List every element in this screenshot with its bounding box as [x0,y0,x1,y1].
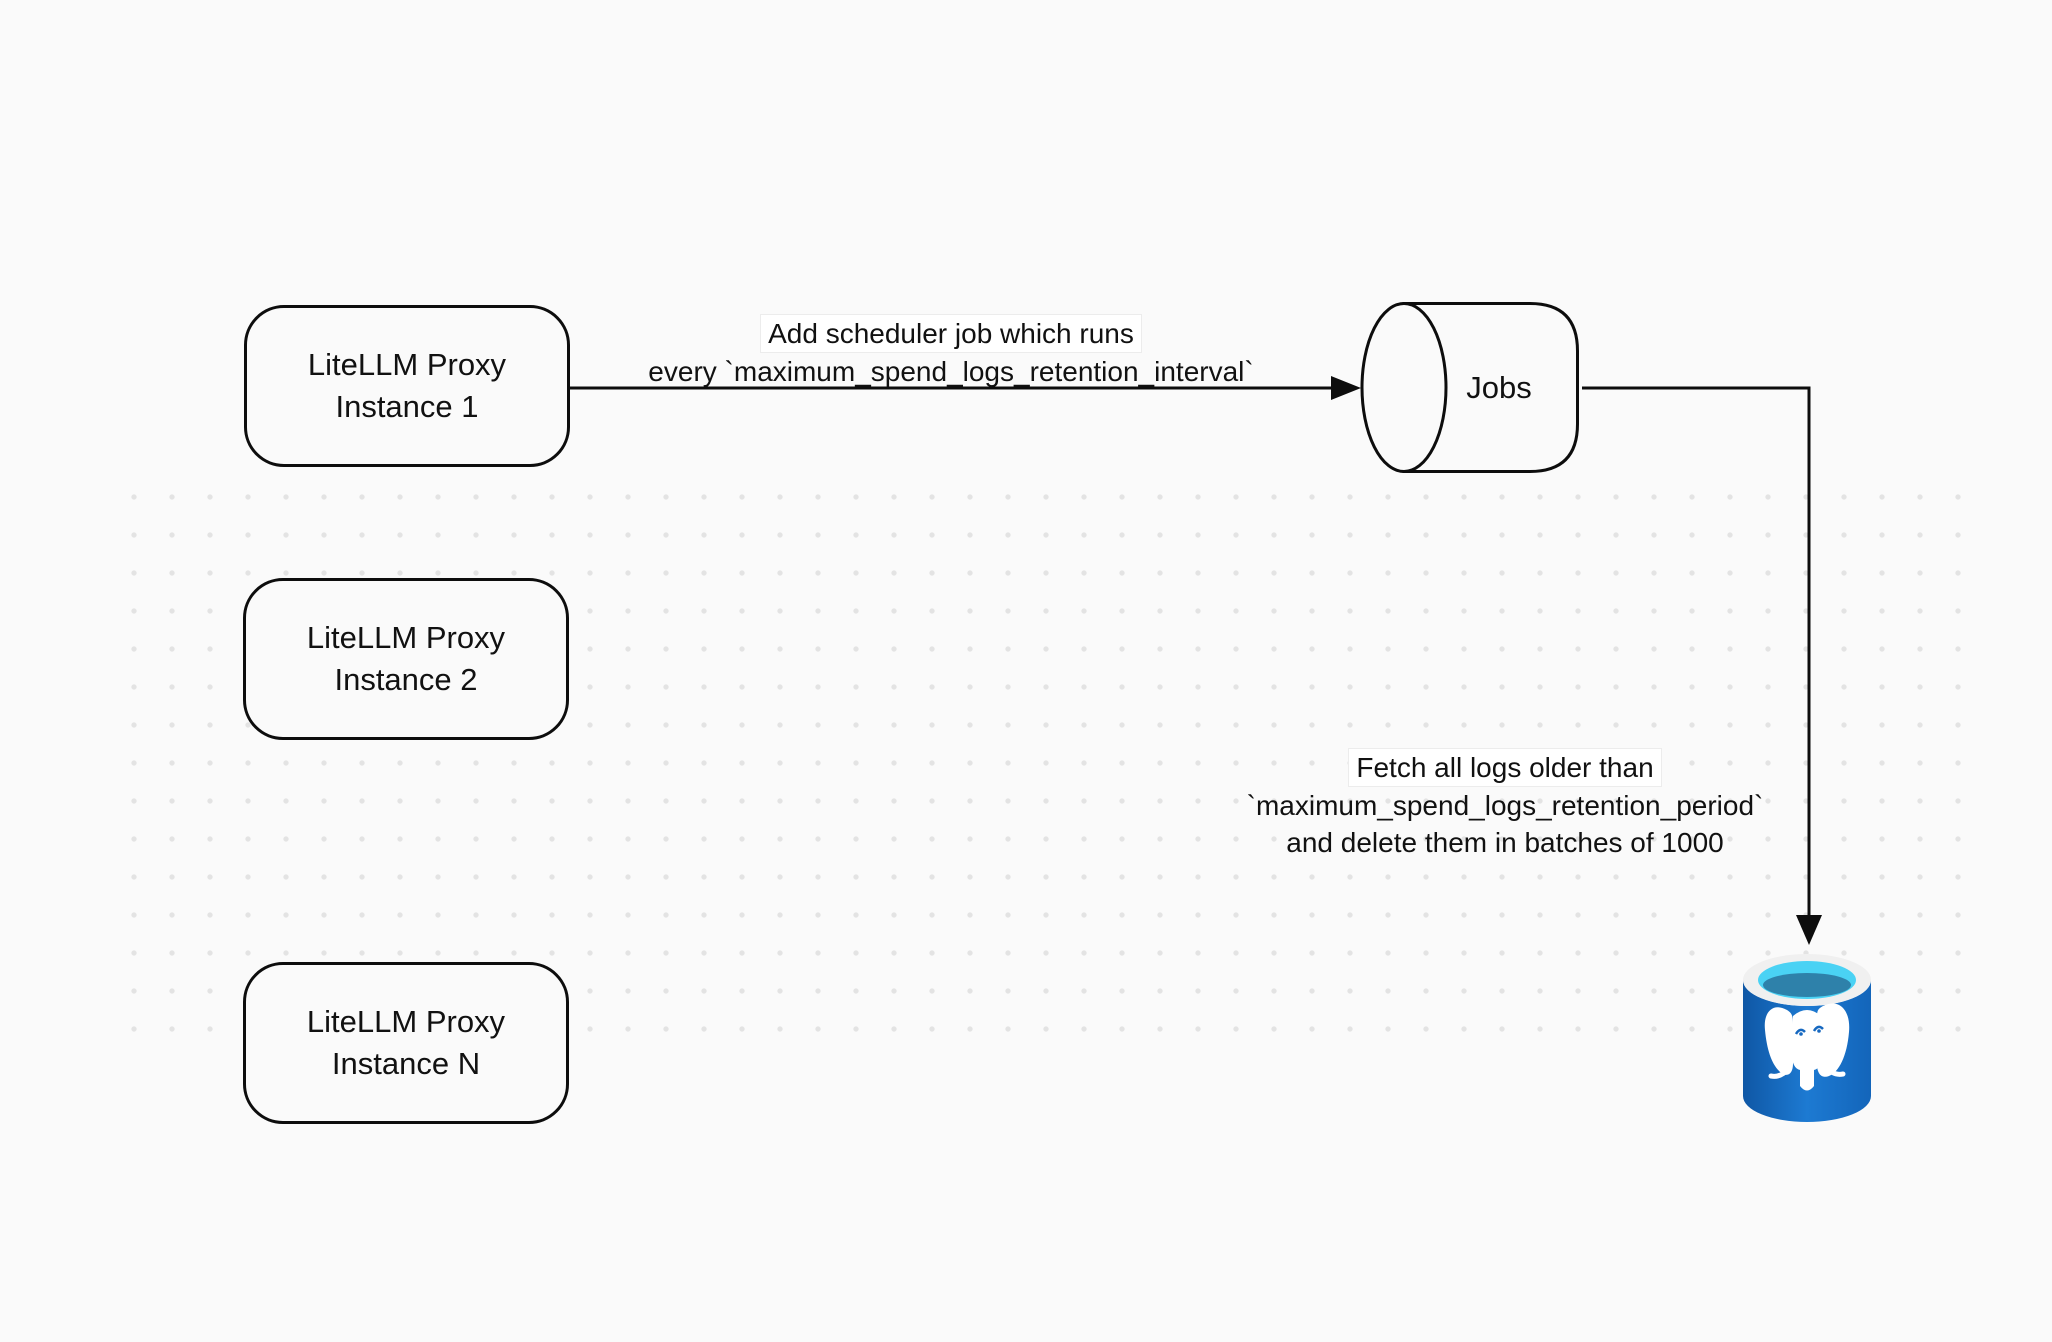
node-label-line: LiteLLM Proxy [306,1004,506,1039]
postgresql-elephant-glyph [1764,1003,1850,1091]
node-label-line: Instance 1 [335,389,479,424]
annotation-line: `maximum_spend_logs_retention_period` [1246,790,1764,821]
annotation-line: and delete them in batches of 1000 [1286,827,1724,858]
jobs-node-label: Jobs [1466,370,1532,405]
annotation-line: Add scheduler job which runs [760,314,1142,353]
arrow-jobs-to-database [1582,386,1822,945]
node-label-line: LiteLLM Proxy [306,620,506,655]
node-label-line: Instance N [331,1046,481,1081]
postgresql-database-icon [1743,954,1871,1122]
node-litellm-proxy-instance-1: LiteLLM Proxy Instance 1 [244,305,570,467]
node-litellm-proxy-instance-2: LiteLLM Proxy Instance 2 [243,578,569,740]
annotation-fetch-delete-logs: Fetch all logs older than `maximum_spend… [1165,748,1845,861]
dot-grid-background [115,478,1977,1048]
annotation-scheduler-job: Add scheduler job which runs every `maxi… [611,314,1291,390]
node-litellm-proxy-instance-n: LiteLLM Proxy Instance N [243,962,569,1124]
annotation-line: Fetch all logs older than [1348,748,1662,787]
annotation-line: every `maximum_spend_logs_retention_inte… [648,356,1254,387]
node-label-line: LiteLLM Proxy [307,347,507,382]
jobs-queue-cylinder [1360,302,1579,473]
node-label-line: Instance 2 [334,662,478,697]
arrow-instance1-to-jobs [570,376,1361,400]
